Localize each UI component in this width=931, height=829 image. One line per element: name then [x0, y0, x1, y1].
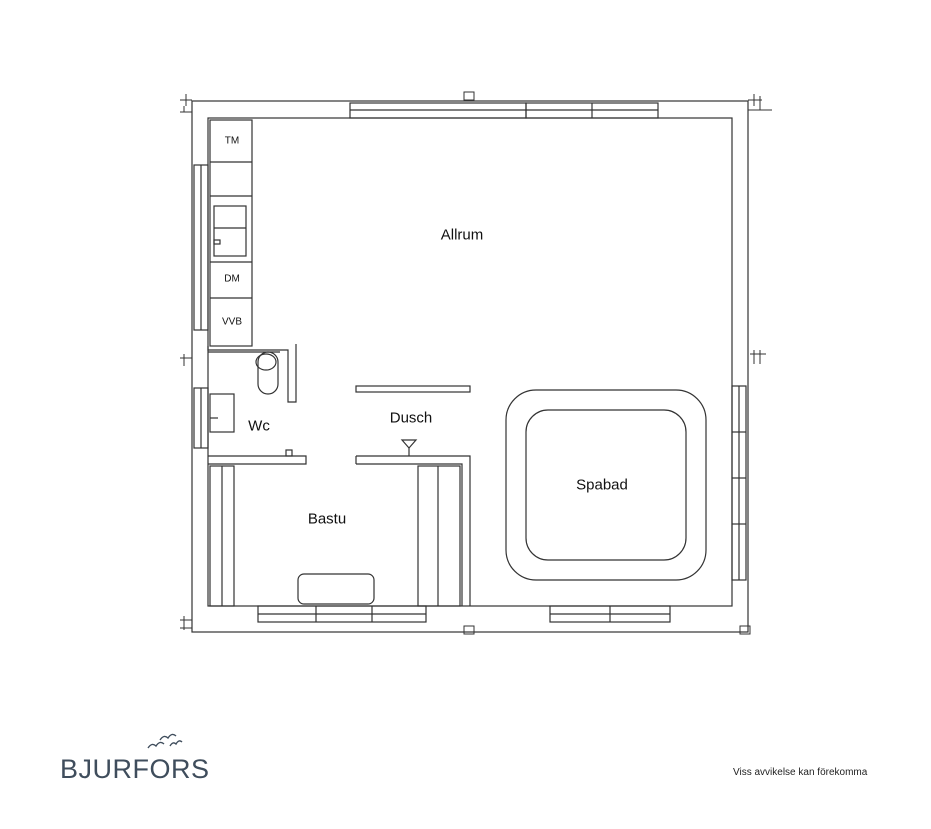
sauna-benches — [209, 465, 461, 607]
brand-name: BJURFORS — [60, 754, 210, 784]
room-label-bastu: Bastu — [307, 510, 347, 528]
corner-markers — [180, 91, 772, 635]
appliance-label-vvb: VVB — [221, 316, 243, 328]
room-label-spabad: Spabad — [576, 476, 628, 494]
kitchen-cabinets — [209, 119, 253, 347]
appliance-label-dm: DM — [224, 273, 240, 285]
left-window — [193, 164, 209, 449]
right-window — [731, 385, 747, 581]
room-label-dusch: Dusch — [389, 409, 433, 427]
room-label-allrum: Allrum — [440, 226, 484, 244]
spa-bath — [505, 389, 707, 581]
wc-walls — [207, 344, 307, 465]
appliance-label-tm: TM — [224, 135, 240, 147]
birds-icon — [147, 733, 183, 749]
disclaimer-text: Viss avvikelse kan förekomma — [733, 767, 868, 778]
top-windows — [349, 102, 659, 119]
room-label-wc: Wc — [248, 417, 270, 435]
bottom-windows — [257, 605, 671, 623]
shower-walls — [355, 385, 471, 606]
